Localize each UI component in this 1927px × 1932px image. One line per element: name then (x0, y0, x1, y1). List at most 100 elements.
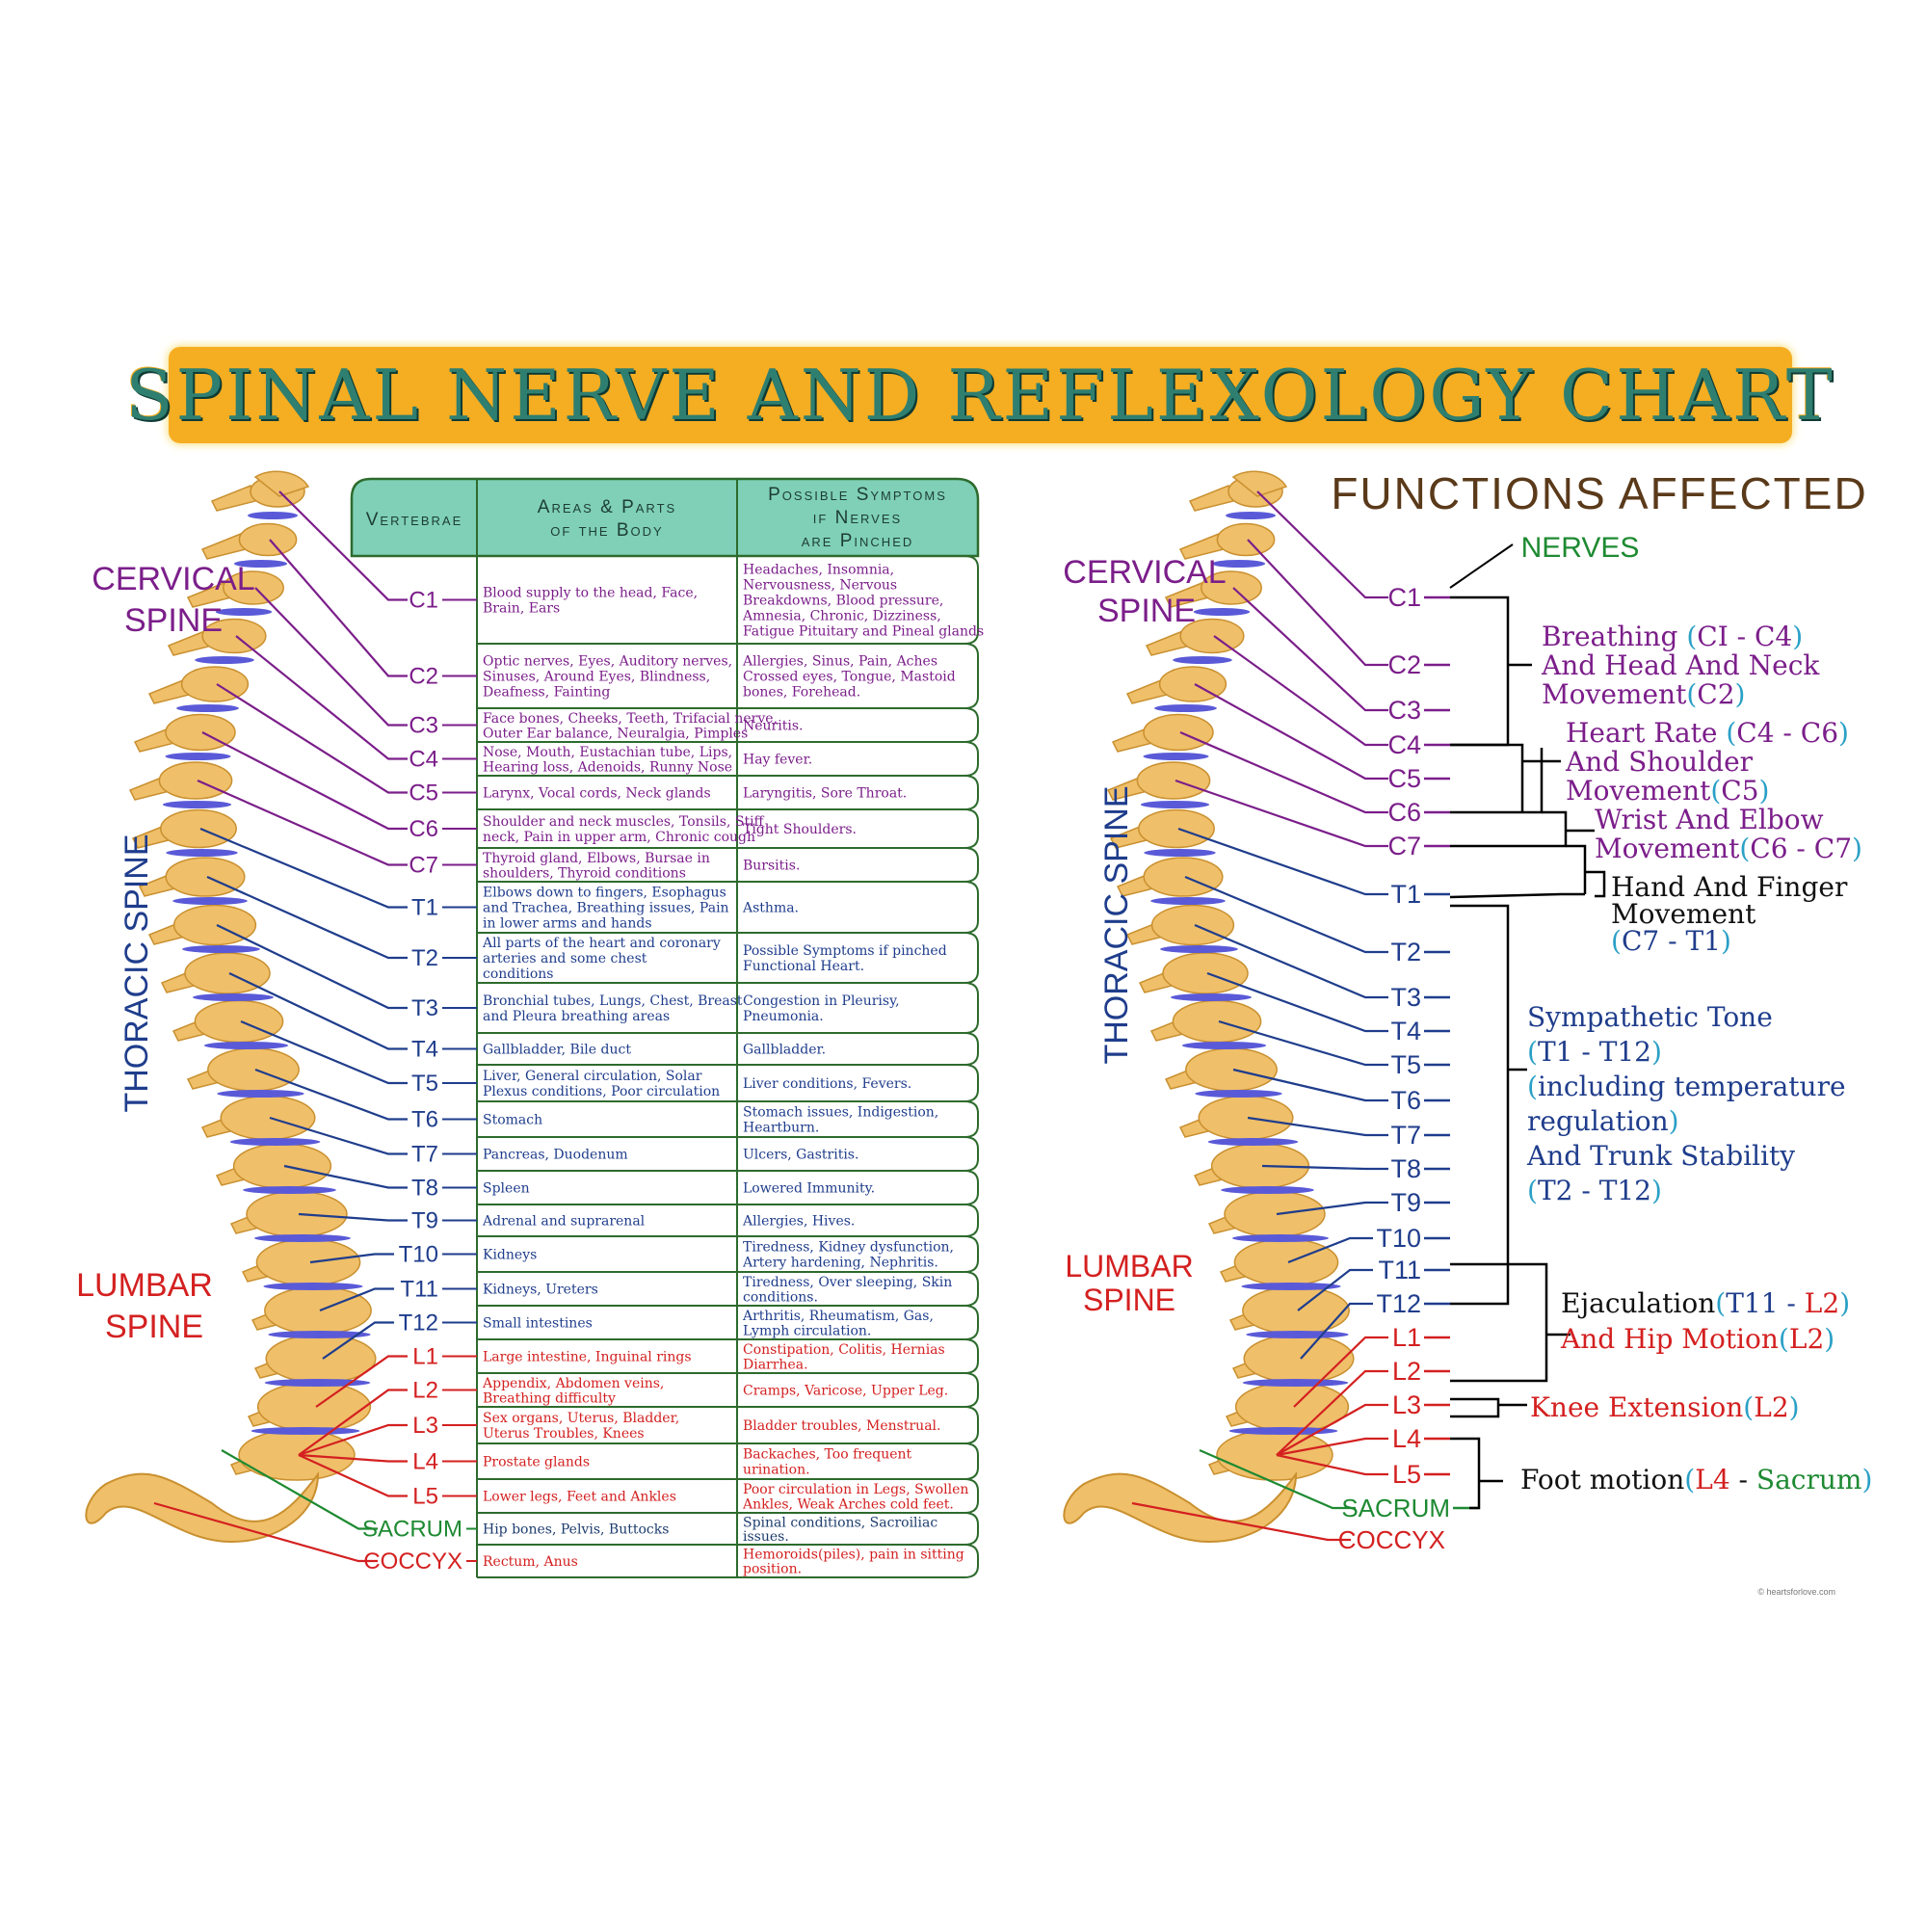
function-segment: ) (1759, 775, 1770, 807)
symptom-text: Asthma. (742, 901, 799, 916)
function-segment: L2 (1789, 1323, 1824, 1355)
function-line: And Hip Motion(L2) (1560, 1323, 1835, 1355)
vertebra-label-t5: T5 (411, 1071, 438, 1097)
symptom-text: Artery hardening, Nephritis. (742, 1256, 938, 1271)
area-text: Bronchial tubes, Lungs, Chest, Breast (483, 993, 743, 1009)
right-vertebra-label-t1: T1 (1390, 880, 1421, 909)
left-disc (203, 1042, 289, 1049)
right-vertebra-label-t12: T12 (1376, 1289, 1421, 1318)
row-border (477, 555, 979, 645)
symptom-text: Allergies, Hives. (742, 1214, 855, 1230)
function-line: (C7 - T1) (1611, 925, 1731, 957)
right-vertebra-label-t7: T7 (1390, 1121, 1421, 1150)
vertebra-label-t4: T4 (411, 1037, 438, 1063)
function-segment: ) (1852, 833, 1862, 864)
function-segment: ( (1527, 1036, 1538, 1068)
right-nerve-row: L4 (1276, 1424, 1450, 1457)
right-disc (1143, 753, 1209, 760)
thoracic-spine-label: THORACIC SPINE (119, 834, 155, 1112)
row-border (477, 1235, 979, 1273)
function-segment: ) (1651, 1036, 1662, 1068)
row-border (477, 1512, 979, 1546)
right-nerve-leader-l3 (1276, 1403, 1388, 1456)
function-segment: C6 - C7 (1750, 833, 1852, 864)
function-segment: including temperature (1538, 1071, 1846, 1102)
functions-affected-title: FUNCTIONS AFFECTED (1331, 468, 1867, 518)
symptom-text: conditions. (743, 1289, 818, 1305)
symptom-text: Nervousness, Nervous (743, 578, 897, 594)
function-segment: T11 - (1726, 1287, 1805, 1319)
vertebra-label-c6: C6 (409, 816, 438, 842)
right-disc (1207, 1138, 1299, 1146)
right-vertebra (1216, 522, 1276, 557)
function-segment: Foot motion (1520, 1464, 1684, 1495)
right-nerve-leader-t1 (1177, 827, 1388, 896)
right-panel: FUNCTIONS AFFECTEDNERVESCERVICALSPINETHO… (1063, 468, 1872, 1597)
nerve-leader-t12 (322, 1321, 394, 1360)
symptom-text: Spinal conditions, Sacroiliac (743, 1515, 937, 1530)
vertebra-label-t2: T2 (411, 945, 438, 971)
left-vertebra (180, 666, 250, 702)
symptom-text: Poor circulation in Legs, Swollen (743, 1482, 968, 1497)
function-line: Movement(C5) (1566, 775, 1769, 807)
right-vertebra (1143, 857, 1224, 897)
vertebra-label-t7: T7 (411, 1142, 438, 1168)
area-text: arteries and some chest (483, 951, 647, 966)
function-segment: L2 (1754, 1391, 1788, 1423)
right-nerve-leader-c1 (1256, 490, 1388, 599)
function-segment: CI - C4 (1697, 621, 1792, 652)
function-line: Knee Extension(L2) (1530, 1391, 1800, 1423)
right-nerve-leader-c5 (1194, 683, 1388, 781)
area-text: in lower arms and hands (483, 916, 652, 932)
nerve-leader-c2 (269, 539, 408, 677)
right-nerve-row: SACRUM (1199, 1448, 1479, 1522)
right-vertebra (1242, 1285, 1350, 1336)
function-segment: ) (1824, 1323, 1835, 1355)
right-nerve-leader-c4 (1213, 635, 1388, 747)
symptom-text: Tiredness, Over sleeping, Skin (743, 1275, 952, 1290)
left-spine-illustration (85, 470, 377, 1544)
row-border (477, 1271, 979, 1307)
right-vertebra-label-sacrum: SACRUM (1341, 1494, 1450, 1522)
right-disc (1171, 993, 1252, 1001)
right-nerve-leader-l4 (1276, 1437, 1388, 1457)
area-text: Pancreas, Duodenum (483, 1148, 628, 1163)
symptom-text: Bursitis. (743, 859, 800, 874)
right-vertebra (1243, 1334, 1355, 1384)
function-segment: C7 - T1 (1622, 925, 1721, 957)
symptom-text: Fatigue Pituitary and Pineal glands (743, 624, 984, 640)
left-disc (268, 1331, 371, 1338)
function-segment: C2 (1697, 678, 1734, 710)
right-nerve-row: L3 (1276, 1390, 1450, 1456)
right-nerve-row: C4 (1213, 635, 1450, 759)
right-nerve-leader-coccyx (1131, 1501, 1351, 1542)
area-text: Rectum, Anus (483, 1554, 578, 1570)
area-text: Gallbladder, Bile duct (483, 1043, 631, 1058)
function-segment: C4 - C6 (1736, 717, 1838, 749)
symptom-text: Lowered Immunity. (743, 1181, 875, 1197)
vertebra-label-c2: C2 (409, 664, 438, 690)
left-vertebra (223, 570, 284, 605)
right-vertebra (1216, 1429, 1333, 1481)
area-text: Deafness, Fainting (483, 685, 610, 701)
area-text: and Pleura breathing areas (483, 1009, 670, 1024)
right-vertebra-label-t2: T2 (1390, 938, 1421, 966)
function-segment: ) (1669, 1105, 1679, 1137)
left-disc (248, 512, 298, 519)
right-vertebra-label-l2: L2 (1392, 1357, 1421, 1386)
area-text: neck, Pain in upper arm, Chronic cough (483, 830, 755, 845)
left-vertebra (256, 1381, 372, 1433)
right-vertebra-label-c6: C6 (1387, 798, 1421, 827)
left-disc (176, 704, 239, 712)
function-line: Heart Rate (C4 - C6) (1566, 717, 1849, 749)
right-spine-illustration (1063, 470, 1355, 1544)
right-vertebra-label-c5: C5 (1387, 764, 1421, 793)
vertebra-label-t3: T3 (411, 995, 438, 1021)
left-disc (166, 849, 238, 857)
row-border (477, 1406, 979, 1444)
right-nerve-row: T7 (1247, 1116, 1450, 1150)
